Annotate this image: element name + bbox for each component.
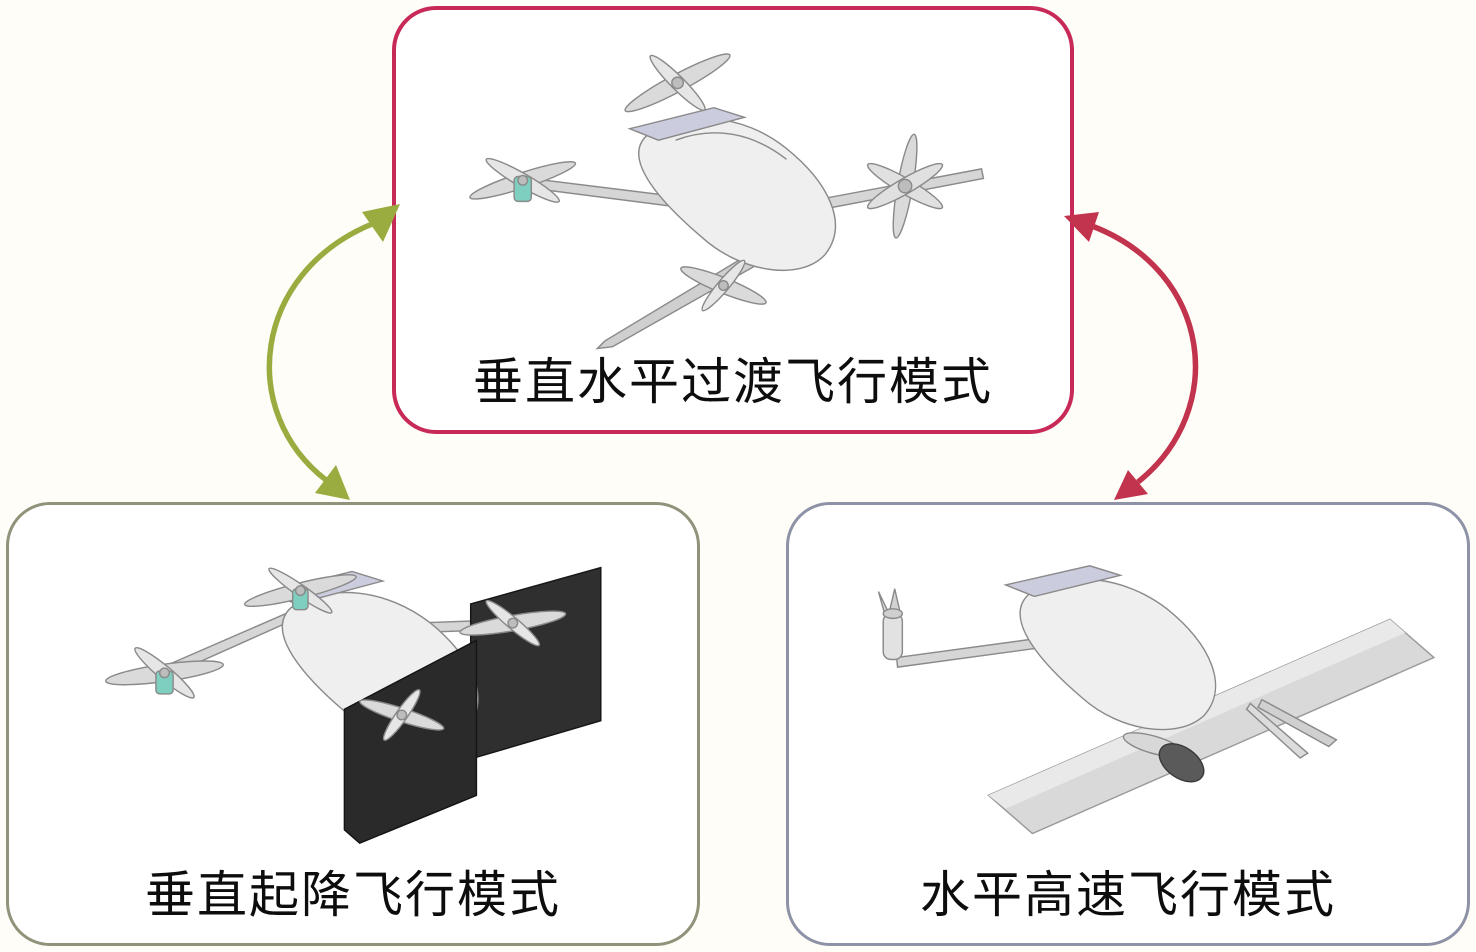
vertical-wing-rear xyxy=(469,566,602,760)
trailing-folded-prop xyxy=(1245,698,1338,759)
left-motor-propeller xyxy=(469,157,577,203)
arrow-left-cycle-curve xyxy=(266,221,374,483)
right-propeller xyxy=(459,599,567,646)
node-cruise-mode: 水平高速飞行模式 xyxy=(786,502,1470,946)
transition-mode-label: 垂直水平过渡飞行模式 xyxy=(473,354,993,410)
top-propeller xyxy=(624,52,731,112)
rear-spinner xyxy=(1122,731,1205,782)
arrow-right-bottom-head xyxy=(1114,470,1148,500)
transition-mode-illustration xyxy=(396,10,1070,355)
cruise-aircraft-drawing xyxy=(877,564,1436,834)
rear-propeller xyxy=(680,259,767,311)
wing-panel xyxy=(1003,564,1124,597)
cruise-mode-label: 水平高速飞行模式 xyxy=(920,867,1336,923)
wing-panel xyxy=(627,106,748,141)
node-transition-mode: 垂直水平过渡飞行模式 xyxy=(392,6,1074,434)
vtol-mode-illustration xyxy=(9,505,697,868)
transition-aircraft-drawing xyxy=(469,52,985,350)
left-motor-pod-folded-prop xyxy=(877,588,904,660)
left-propeller xyxy=(105,646,224,699)
vtol-mode-label: 垂直起降飞行模式 xyxy=(145,867,561,923)
arrow-right-cycle-curve xyxy=(1091,223,1199,485)
fuselage xyxy=(638,117,836,271)
right-tilted-propeller xyxy=(866,133,944,239)
arrow-left-bottom-head xyxy=(315,465,350,500)
arrow-left-cycle xyxy=(266,204,400,500)
cruise-mode-illustration xyxy=(789,505,1467,868)
top-propeller xyxy=(243,566,357,614)
vertical-wing-front xyxy=(343,638,478,844)
vtol-aircraft-drawing xyxy=(105,566,602,844)
fuselage xyxy=(1019,578,1217,730)
rear-propeller xyxy=(359,688,445,741)
arrow-right-cycle xyxy=(1064,212,1199,500)
node-vtol-mode: 垂直起降飞行模式 xyxy=(6,502,700,946)
